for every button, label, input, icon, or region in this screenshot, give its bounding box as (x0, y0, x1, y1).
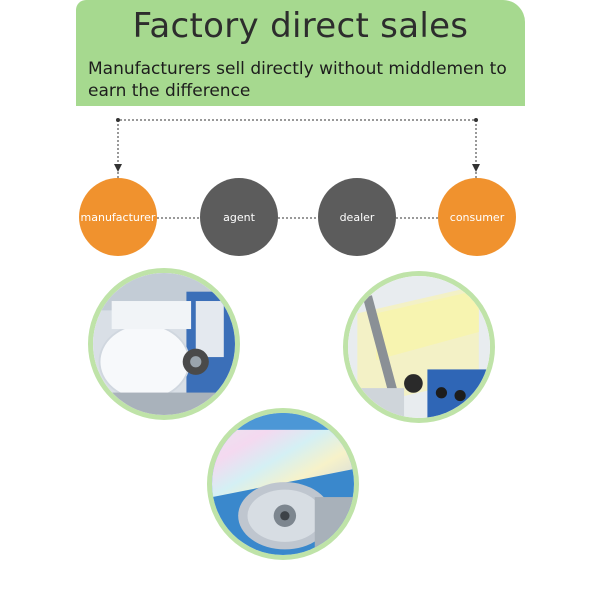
flow-node-agent: agent (200, 178, 278, 256)
flow-node-label: manufacturer (80, 210, 156, 224)
flow-node-dealer: dealer (318, 178, 396, 256)
flow-node-consumer: consumer (438, 178, 516, 256)
flow-node-label: consumer (449, 210, 505, 224)
header-banner: Factory direct sales Manufacturers sell … (76, 0, 525, 106)
coating-line-photo (343, 271, 495, 423)
holographic-film-roll-photo (207, 408, 359, 560)
film-roll-machine-photo (88, 268, 240, 420)
flow-node-manufacturer: manufacturer (79, 178, 157, 256)
flow-node-label: agent (223, 210, 255, 224)
page-title: Factory direct sales (132, 6, 469, 46)
flow-node-label: dealer (339, 210, 375, 224)
page-subtitle: Manufacturers sell directly without midd… (88, 59, 507, 101)
